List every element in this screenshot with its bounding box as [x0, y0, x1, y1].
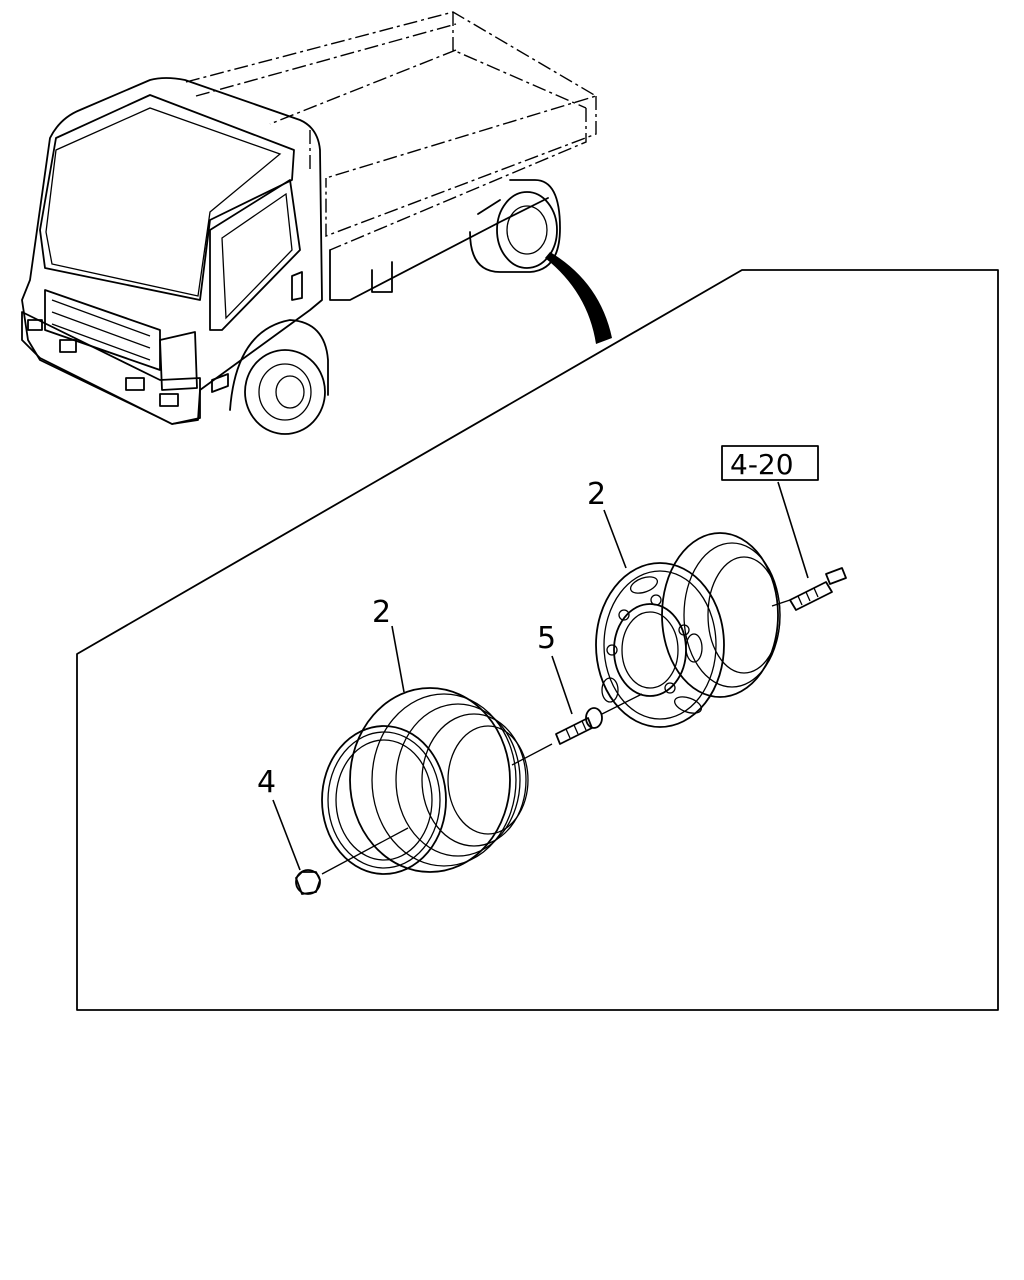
callout-label-bolt: 5: [537, 621, 556, 656]
callout-label-nut: 4: [257, 765, 276, 800]
cargo-bed: [185, 11, 598, 251]
detail-frame: [76, 269, 999, 1011]
truck-cab: [21, 77, 323, 425]
reference-box[interactable]: 4-20: [721, 445, 819, 481]
wheel-nut: [295, 869, 321, 895]
truck-illustration: [21, 11, 598, 435]
callout-label-rim-rear: 2: [372, 595, 391, 630]
assembly-centerlines: [321, 599, 791, 875]
wheel-stud: [789, 567, 847, 611]
callout-label-rim-front: 2: [587, 477, 606, 512]
hub-bolt: [555, 707, 603, 745]
reference-label: 4-20: [730, 448, 794, 481]
rim-front: [595, 532, 781, 728]
front-wheel: [229, 319, 329, 435]
detail-pointer-arrow: [545, 252, 612, 344]
rim-rear: [321, 687, 529, 875]
